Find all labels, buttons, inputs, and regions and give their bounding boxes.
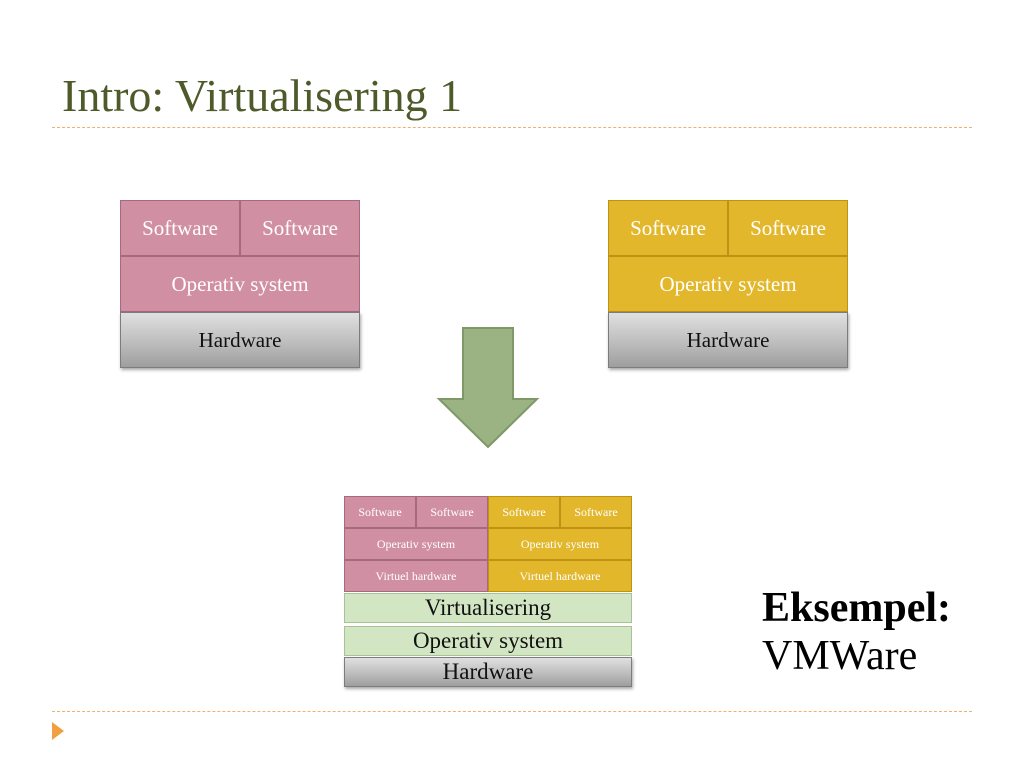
example-value: VMWare [762,633,918,679]
title-divider [52,127,972,128]
vm-pink-software-2: Software [416,496,488,528]
left-software-2: Software [240,200,360,256]
vm-pink-software-1: Software [344,496,416,528]
down-arrow-icon [436,327,540,449]
right-operating-system: Operativ system [608,256,848,312]
vm-pink-operating-system: Operativ system [344,528,488,560]
example-label: Eksempel: [762,585,951,631]
host-hardware: Hardware [344,657,632,687]
example-block: Eksempel: VMWare [762,584,951,680]
vm-gold-operating-system: Operativ system [488,528,632,560]
host-operating-system: Operativ system [344,626,632,656]
vm-gold-software-2: Software [560,496,632,528]
footer-divider [52,711,972,712]
left-software-1: Software [120,200,240,256]
left-operating-system: Operativ system [120,256,360,312]
right-hardware: Hardware [608,312,848,368]
triangle-bullet-icon [52,722,64,740]
vm-pink-virtual-hardware: Virtuel hardware [344,560,488,592]
vm-gold-software-1: Software [488,496,560,528]
vm-gold-virtual-hardware: Virtuel hardware [488,560,632,592]
right-software-2: Software [728,200,848,256]
virtualisation-layer: Virtualisering [344,593,632,623]
left-hardware: Hardware [120,312,360,368]
slide-title: Intro: Virtualisering 1 [62,70,463,121]
right-software-1: Software [608,200,728,256]
